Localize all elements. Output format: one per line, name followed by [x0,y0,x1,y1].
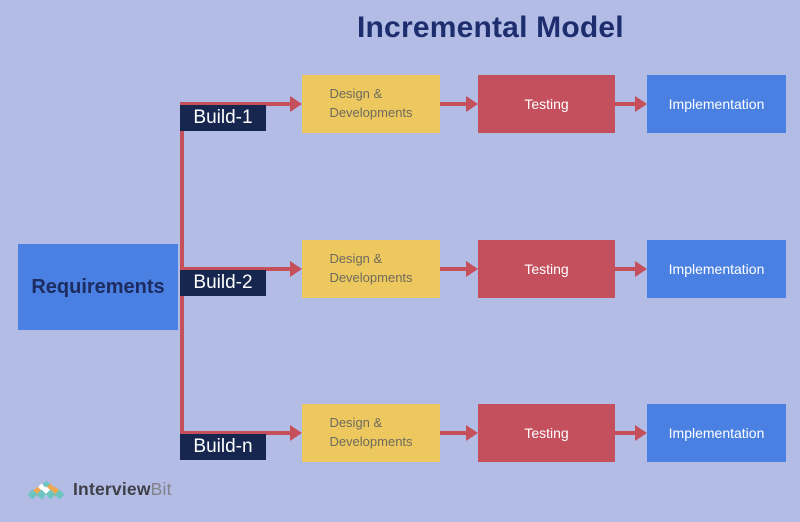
build-1-label: Build-1 [193,107,253,128]
build-1-box: Build-1 [180,105,266,131]
arrow-head-icon [466,96,478,112]
testing-box-row-3: Testing [478,404,615,462]
testing-label: Testing [524,261,569,277]
arrow-head-icon [635,96,647,112]
testing-box-row-1: Testing [478,75,615,133]
arrow-line [440,102,466,106]
flow-arrow-build-n [180,425,302,441]
arrow-line [615,102,635,106]
implementation-box-row-3: Implementation [647,404,786,462]
flow-arrow-design-testing-1 [440,96,478,112]
testing-label: Testing [524,425,569,441]
requirements-label: Requirements [31,275,165,298]
arrow-head-icon [635,261,647,277]
implementation-label: Implementation [668,425,765,441]
arrow-head-icon [290,96,302,112]
implementation-box-row-1: Implementation [647,75,786,133]
design-box-row-3: Design & Developments [302,404,440,462]
implementation-label: Implementation [668,96,765,112]
flow-arrow-design-testing-2 [440,261,478,277]
build-2-label: Build-2 [193,272,253,293]
arrow-head-icon [466,425,478,441]
arrow-line [440,267,466,271]
diagram-title: Incremental Model [357,11,624,44]
flow-arrow-testing-impl-2 [615,261,647,277]
arrow-line [180,102,290,106]
arrow-head-icon [466,261,478,277]
interviewbit-logo-text: InterviewBit [73,479,172,500]
build-n-box: Build-n [180,434,266,460]
design-label: Design & Developments [329,86,413,120]
build-2-box: Build-2 [180,270,266,296]
arrow-line [180,431,290,435]
requirements-box: Requirements [18,244,178,330]
interviewbit-logo: InterviewBit [27,479,172,500]
design-label: Design & Developments [329,251,413,285]
flow-arrow-design-testing-3 [440,425,478,441]
testing-box-row-2: Testing [478,240,615,298]
logo-text-bit: Bit [150,479,172,499]
flow-arrow-build-1 [180,96,302,112]
flow-arrow-testing-impl-3 [615,425,647,441]
flow-arrow-build-2 [180,261,302,277]
arrow-line [615,267,635,271]
arrow-head-icon [635,425,647,441]
implementation-box-row-2: Implementation [647,240,786,298]
design-box-row-2: Design & Developments [302,240,440,298]
arrow-line [615,431,635,435]
arrow-line [440,431,466,435]
arrow-head-icon [290,261,302,277]
design-label: Design & Developments [329,415,413,449]
arrow-head-icon [290,425,302,441]
design-box-row-1: Design & Developments [302,75,440,133]
logo-text-interview: Interview [73,479,151,499]
implementation-label: Implementation [668,261,765,277]
build-n-label: Build-n [193,436,253,457]
interviewbit-logo-icon [27,480,65,499]
arrow-line [180,267,290,271]
testing-label: Testing [524,96,569,112]
flow-arrow-testing-impl-1 [615,96,647,112]
